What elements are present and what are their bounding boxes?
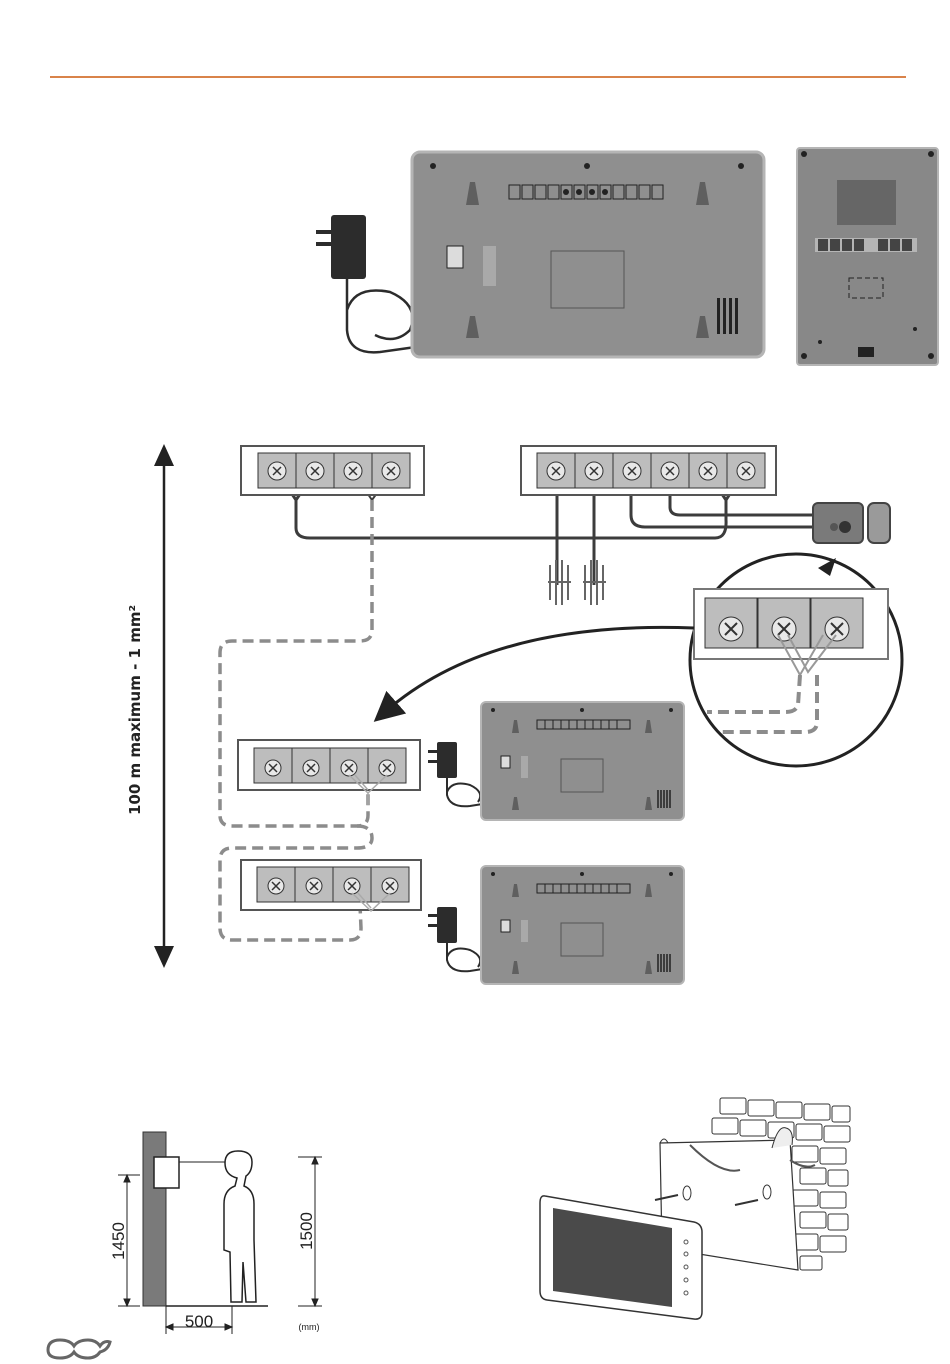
eye-height-label: 1500 — [297, 1212, 316, 1250]
indoor-monitor-back — [481, 866, 684, 984]
terminal-block-monitor-2 — [241, 860, 421, 911]
distance-arrow — [154, 444, 174, 968]
indoor-monitor-back — [481, 702, 684, 820]
unit-label: (mm) — [299, 1322, 320, 1332]
distance-value-label: 500 — [185, 1312, 213, 1331]
terminal-block-monitor-1 — [238, 740, 420, 805]
wall-section — [143, 1132, 268, 1306]
outdoor-panel-back — [797, 148, 938, 365]
camera-height-label: 1450 — [109, 1222, 128, 1260]
indoor-monitor-back — [412, 152, 764, 357]
callout-arrow — [385, 627, 694, 712]
person-silhouette-icon — [224, 1151, 256, 1302]
terminal-block-outdoor-6 — [521, 446, 776, 495]
zoom-callout — [690, 554, 902, 766]
gate-motor-icon — [548, 560, 606, 605]
terminal-block-outdoor-4 — [241, 446, 424, 495]
brand-logo-icon — [48, 1340, 110, 1358]
electric-lock-icon — [813, 503, 890, 543]
distance-label: 100 m maximum - 1 mm² — [126, 605, 144, 815]
